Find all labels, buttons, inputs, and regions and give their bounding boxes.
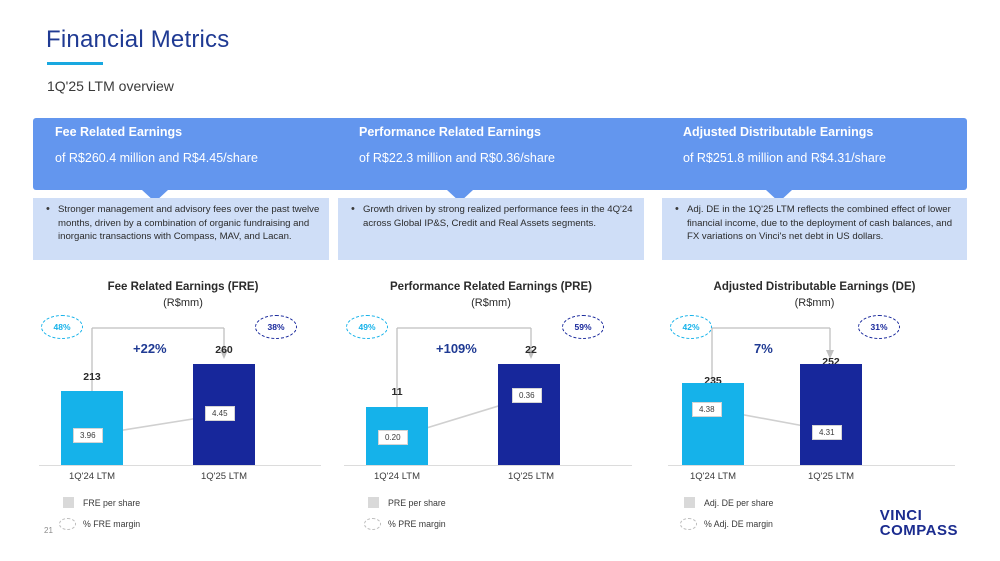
logo-line-2: COMPASS xyxy=(879,522,958,539)
legend-label-pre-per-share: PRE per share xyxy=(388,497,446,508)
growth-label-fre: +22% xyxy=(133,341,167,356)
bar-value-fre-prior: 213 xyxy=(83,371,101,383)
per-share-label-fre-current: 4.45 xyxy=(205,406,235,421)
chart-title-adj-de: Adjusted Distributable Earnings (DE) xyxy=(713,281,916,293)
banner-heading-fre: Fee Related Earnings xyxy=(55,125,183,139)
legend-item-fre-per-share: FRE per share xyxy=(63,497,140,508)
page-subtitle: 1Q'25 LTM overview xyxy=(47,78,174,94)
margin-badge-fre-current: 38% xyxy=(255,315,297,339)
margin-badge-adj-de-prior: 42% xyxy=(670,315,712,339)
headline-banner: Fee Related Earnings of R$260.4 million … xyxy=(33,118,967,190)
legend-dashed-ellipse-icon xyxy=(364,518,381,530)
callout-box-fre: • Stronger management and advisory fees … xyxy=(33,198,329,260)
legend-label-fre-margin: % FRE margin xyxy=(83,519,141,529)
per-share-label-adj-de-prior: 4.38 xyxy=(692,402,722,417)
chart-unit-adj-de: (R$mm) xyxy=(794,297,835,309)
banner-heading-de: Adjusted Distributable Earnings xyxy=(683,125,874,139)
callout-text-pre: Growth driven by strong realized perform… xyxy=(363,204,633,229)
chart-plot-fre: +22% 213 260 3.96 4.45 xyxy=(33,313,333,465)
per-share-label-pre-current: 0.36 xyxy=(512,388,542,403)
chart-adj-de: Adjusted Distributable Earnings (DE) (R$… xyxy=(662,275,967,530)
banner-column-pre: Performance Related Earnings of R$22.3 m… xyxy=(349,118,669,190)
per-share-label-pre-prior: 0.20 xyxy=(378,430,408,445)
chart-title-pre: Performance Related Earnings (PRE) xyxy=(390,281,592,293)
callout-text-fre: Stronger management and advisory fees ov… xyxy=(58,204,320,242)
legend-square-icon xyxy=(368,497,379,508)
bar-value-pre-prior: 11 xyxy=(391,386,403,398)
page-title: Financial Metrics xyxy=(46,26,230,53)
margin-badge-pre-current: 59% xyxy=(562,315,604,339)
chart-unit-pre: (R$mm) xyxy=(471,297,511,309)
callout-box-pre: • Growth driven by strong realized perfo… xyxy=(338,198,644,260)
chart-axis-fre xyxy=(39,465,321,466)
bar-value-fre-current: 260 xyxy=(215,344,233,356)
legend-item-pre-margin: % PRE margin xyxy=(364,518,446,530)
per-share-label-fre-prior: 3.96 xyxy=(73,428,103,443)
banner-column-de: Adjusted Distributable Earnings of R$251… xyxy=(673,118,973,190)
chart-unit-fre: (R$mm) xyxy=(163,297,203,309)
chart-axis-pre xyxy=(344,465,632,466)
title-underline-rule xyxy=(47,62,103,65)
banner-column-fre: Fee Related Earnings of R$260.4 million … xyxy=(45,118,345,190)
banner-heading-pre: Performance Related Earnings xyxy=(359,125,542,139)
bullet-dot-icon: • xyxy=(351,203,355,215)
margin-badge-fre-prior: 48% xyxy=(41,315,83,339)
chart-axis-adj-de xyxy=(668,465,955,466)
legend-label-fre-per-share: FRE per share xyxy=(83,497,141,508)
banner-detail-pre: of R$22.3 million and R$0.36/share xyxy=(359,151,555,165)
bar-adj-de-current xyxy=(800,364,862,465)
legend-label-adj-de-margin: % Adj. DE margin xyxy=(704,519,773,529)
chart-title-fre: Fee Related Earnings (FRE) xyxy=(107,281,259,293)
legend-item-pre-per-share: PRE per share xyxy=(368,497,446,508)
chart-fre: Fee Related Earnings (FRE) (R$mm) 48% 38… xyxy=(33,275,333,530)
x-tick-fre-prior: 1Q'24 LTM xyxy=(69,471,115,482)
x-tick-adj-de-prior: 1Q'24 LTM xyxy=(690,471,736,482)
legend-item-adj-de-per-share: Adj. DE per share xyxy=(684,497,773,508)
legend-label-adj-de-per-share: Adj. DE per share xyxy=(704,497,774,508)
bullet-dot-icon: • xyxy=(46,203,50,215)
x-tick-pre-current: 1Q'25 LTM xyxy=(508,471,554,482)
x-tick-pre-prior: 1Q'24 LTM xyxy=(374,471,420,482)
chart-plot-adj-de: 7% 235 252 4.38 4.31 xyxy=(662,313,967,465)
legend-square-icon xyxy=(684,497,695,508)
legend-item-fre-margin: % FRE margin xyxy=(59,518,141,530)
legend-square-icon xyxy=(63,497,74,508)
legend-dashed-ellipse-icon xyxy=(680,518,697,530)
callout-text-de: Adj. DE in the 1Q'25 LTM reflects the co… xyxy=(687,204,953,242)
legend-label-pre-margin: % PRE margin xyxy=(388,519,446,529)
logo-line-1: VINCI xyxy=(879,507,923,524)
x-tick-fre-current: 1Q'25 LTM xyxy=(201,471,247,482)
banner-detail-fre: of R$260.4 million and R$4.45/share xyxy=(55,151,258,165)
bar-adj-de-prior xyxy=(682,383,744,465)
bullet-dot-icon: • xyxy=(675,203,679,215)
banner-detail-de: of R$251.8 million and R$4.31/share xyxy=(683,151,886,165)
page-number: 21 xyxy=(44,526,53,535)
margin-badge-adj-de-current: 31% xyxy=(858,315,900,339)
margin-badge-pre-prior: 49% xyxy=(346,315,388,339)
bar-pre-current xyxy=(498,364,560,465)
vinci-compass-logo: VINCI COMPASS xyxy=(880,508,958,538)
per-share-label-adj-de-current: 4.31 xyxy=(812,425,842,440)
chart-plot-pre: +109% 11 22 0.20 0.36 xyxy=(338,313,644,465)
growth-label-pre: +109% xyxy=(436,341,477,356)
bar-value-pre-current: 22 xyxy=(525,344,537,356)
growth-label-adj-de: 7% xyxy=(754,341,773,356)
legend-item-adj-de-margin: % Adj. DE margin xyxy=(680,518,773,530)
legend-dashed-ellipse-icon xyxy=(59,518,76,530)
chart-pre: Performance Related Earnings (PRE) (R$mm… xyxy=(338,275,644,530)
fre-connector-and-trend xyxy=(91,327,228,436)
callout-box-de: • Adj. DE in the 1Q'25 LTM reflects the … xyxy=(662,198,967,260)
x-tick-adj-de-current: 1Q'25 LTM xyxy=(808,471,854,482)
